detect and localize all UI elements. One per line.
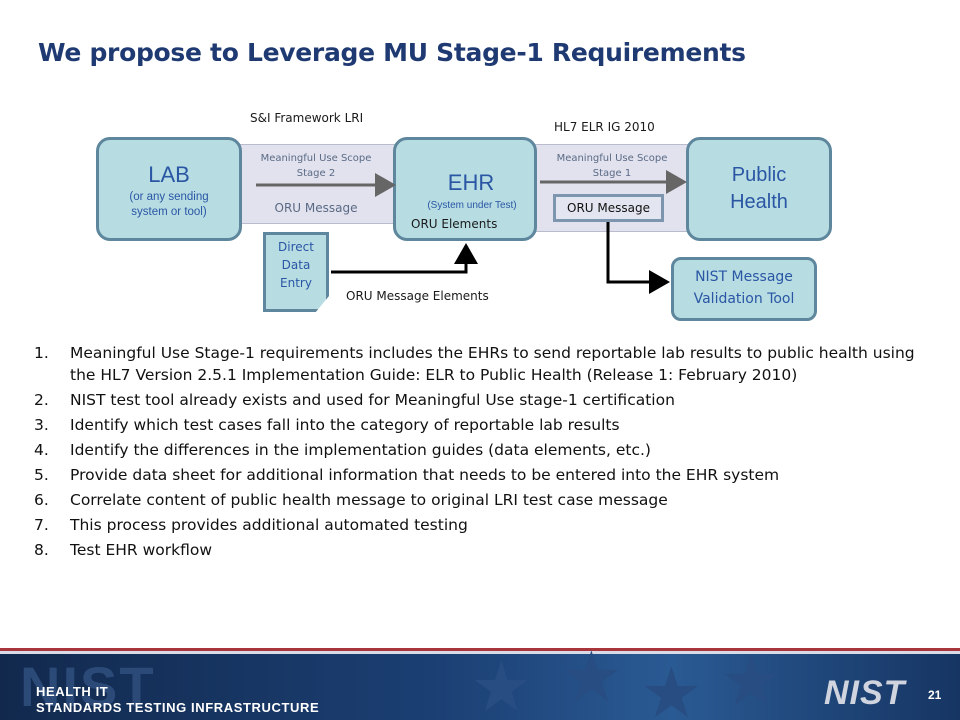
star-icon: ★ xyxy=(470,648,533,720)
list-item: 8.Test EHR workflow xyxy=(34,541,213,559)
scope-stage2-title: Meaningful Use Scope Stage 2 xyxy=(260,153,372,179)
requirements-list: 1.Meaningful Use Stage-1 requirements in… xyxy=(34,342,934,564)
direct-entry-line2: Data xyxy=(281,258,311,272)
list-item: 3.Identify which test cases fall into th… xyxy=(34,416,620,434)
scope-stage1-title: Meaningful Use Scope Stage 1 xyxy=(556,153,668,179)
star-icon: ★ xyxy=(560,648,623,718)
public-health-label-line2: Health xyxy=(730,191,788,213)
footer-watermark: NIST xyxy=(20,655,156,718)
framework-label: S&I Framework LRI xyxy=(250,111,364,125)
oru-message-elements-label: ORU Message Elements xyxy=(346,289,489,303)
public-health-label-line1: Public xyxy=(731,164,787,186)
list-item: 6.Correlate content of public health mes… xyxy=(34,491,668,509)
ehr-box: EHR (System under Test) xyxy=(393,137,537,241)
star-icon: ★ xyxy=(720,648,783,720)
star-icon: ★ xyxy=(640,652,703,720)
lab-box: LAB (or any sending system or tool) xyxy=(96,137,242,241)
footer-banner: NIST ★ ★ ★ ★ HEALTH IT STANDARDS TESTING… xyxy=(0,648,960,720)
page-number: 21 xyxy=(928,688,942,702)
nist-tool-line2: Validation Tool xyxy=(693,291,795,307)
list-item: 7.This process provides additional autom… xyxy=(34,516,468,534)
lab-sublabel: (or any sending system or tool) xyxy=(129,191,209,218)
nist-validation-tool-box: NIST Message Validation Tool xyxy=(671,257,817,321)
direct-entry-line1: Direct xyxy=(278,240,314,254)
oru-elements-label: ORU Elements xyxy=(411,217,498,231)
oru-message-to-nist-tool-arrow xyxy=(606,222,670,294)
slide-title: We propose to Leverage MU Stage-1 Requir… xyxy=(38,38,746,67)
direct-entry-to-ehr-arrow xyxy=(331,243,478,274)
direct-entry-line3: Entry xyxy=(280,276,312,290)
direct-data-entry-shape: Direct Data Entry xyxy=(263,232,329,312)
public-health-box: Public Health xyxy=(686,137,832,241)
list-item: 5.Provide data sheet for additional info… xyxy=(34,466,780,484)
lab-label: LAB xyxy=(148,162,190,187)
list-item: 1.Meaningful Use Stage-1 requirements in… xyxy=(34,344,915,384)
ig-label: HL7 ELR IG 2010 xyxy=(554,120,655,134)
footer-line1: HEALTH IT xyxy=(36,684,109,699)
list-item: 4.Identify the differences in the implem… xyxy=(34,441,651,459)
scope-stage2-message: ORU Message xyxy=(274,201,358,215)
footer-stripe-light xyxy=(0,651,960,654)
ehr-label: EHR xyxy=(447,170,495,195)
oru-message-box: ORU Message xyxy=(553,194,664,222)
nist-tool-line1: NIST Message xyxy=(695,269,793,285)
list-item: 2.NIST test tool already exists and used… xyxy=(34,391,675,409)
nist-logo: NIST xyxy=(824,674,906,712)
workflow-diagram: Meaningful Use Scope Stage 2 ORU Message… xyxy=(0,0,960,340)
footer-line2: STANDARDS TESTING INFRASTRUCTURE xyxy=(36,700,320,715)
diagram-arrows xyxy=(256,170,687,294)
ehr-sublabel: (System under Test) xyxy=(427,200,517,211)
footer-stripe-red xyxy=(0,648,960,651)
